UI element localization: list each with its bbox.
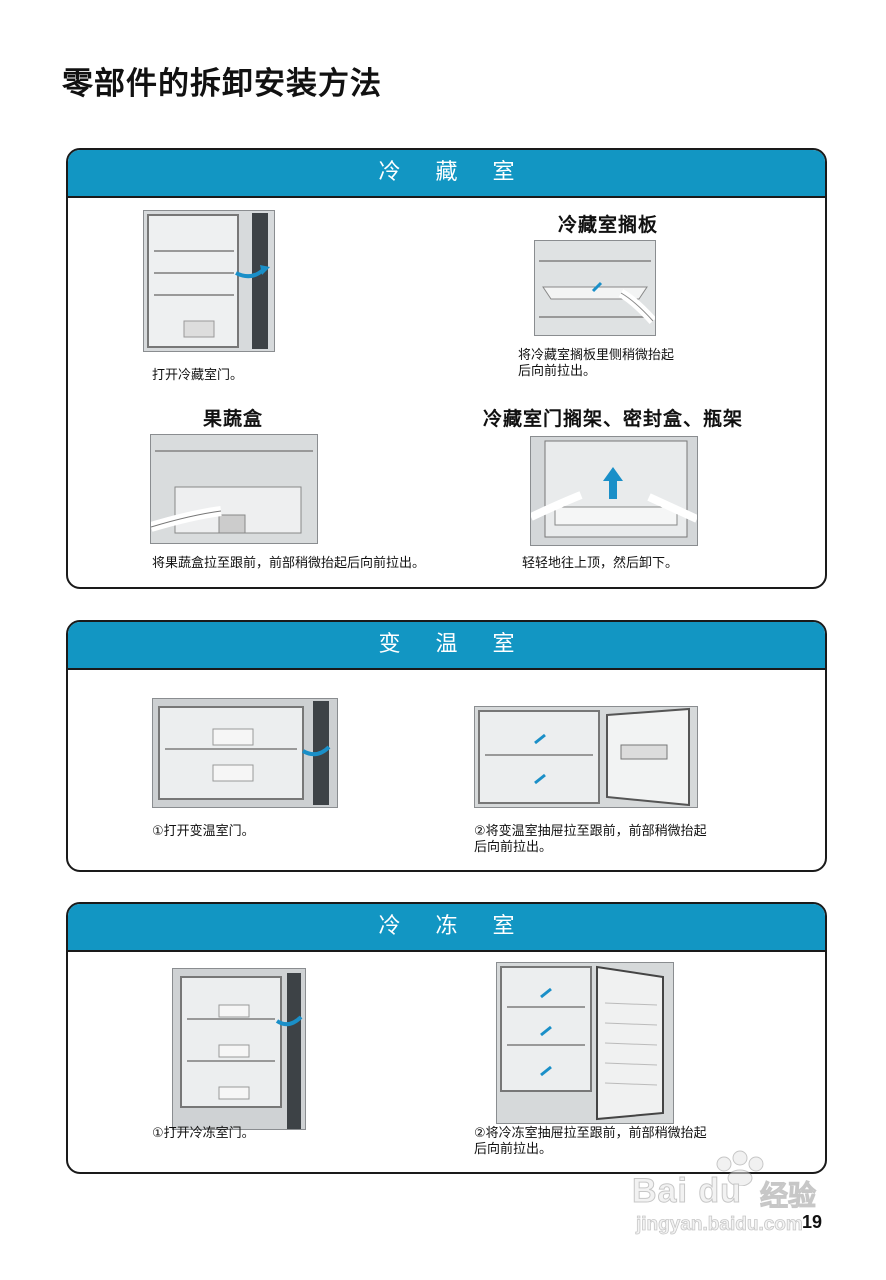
convertible-open-door-photo	[152, 698, 338, 808]
freezer-drawer-photo	[496, 962, 674, 1124]
fridge-shelf-title: 冷藏室搁板	[557, 214, 658, 236]
watermark-brand: Bai du	[632, 1172, 742, 1211]
page-number: 19	[801, 1212, 822, 1232]
fridge-open-door-photo	[143, 210, 275, 352]
freezer-section: 冷 冻 室 ①打开冷冻室门。 ②将冷冻室抽屉	[66, 902, 827, 1174]
crisper-caption: 将果蔬盒拉至跟前，前部稍微抬起后向前拉出。	[152, 556, 426, 571]
freezer-section-header: 冷 冻 室	[68, 904, 825, 952]
door-rack-photo	[530, 436, 698, 546]
freezer-open-door-photo	[172, 968, 306, 1130]
page-title: 零部件的拆卸安装方法	[62, 66, 382, 102]
door-rack-title: 冷藏室门搁架、密封盒、瓶架	[482, 408, 743, 430]
fridge-shelf-caption: 将冷藏室搁板里侧稍微抬起 后向前拉出。	[518, 348, 675, 379]
convertible-drawer-photo	[474, 706, 698, 808]
freezer-step1-caption: ①打开冷冻室门。	[152, 1126, 255, 1141]
fridge-shelf-photo	[534, 240, 656, 336]
crisper-photo	[150, 434, 318, 544]
watermark-brand-cn: 经验	[759, 1179, 817, 1213]
convertible-section: 变 温 室 ①打开变温室门。 ②将变温室抽屉拉至跟前，前部稍微抬起 后向前拉出。	[66, 620, 827, 872]
fridge-section: 冷 藏 室 打开冷藏室门。 冷藏室搁板 将冷藏室搁板里侧稍微抬起 后向前拉出。 …	[66, 148, 827, 589]
watermark-url: jingyan.baidu.com	[636, 1214, 804, 1236]
fridge-section-header: 冷 藏 室	[68, 150, 825, 198]
crisper-title: 果蔬盒	[202, 408, 263, 430]
door-rack-caption: 轻轻地往上顶，然后卸下。	[522, 556, 679, 571]
fridge-open-caption: 打开冷藏室门。	[152, 368, 244, 383]
paw-icon	[716, 1150, 764, 1186]
convertible-step2-caption: ②将变温室抽屉拉至跟前，前部稍微抬起 后向前拉出。	[474, 824, 707, 855]
convertible-step1-caption: ①打开变温室门。	[152, 824, 255, 839]
freezer-step2-caption: ②将冷冻室抽屉拉至跟前，前部稍微抬起 后向前拉出。	[474, 1126, 707, 1157]
baidu-jingyan-watermark: Bai du 经验 jingyan.baidu.com	[632, 1150, 852, 1250]
convertible-section-header: 变 温 室	[68, 622, 825, 670]
